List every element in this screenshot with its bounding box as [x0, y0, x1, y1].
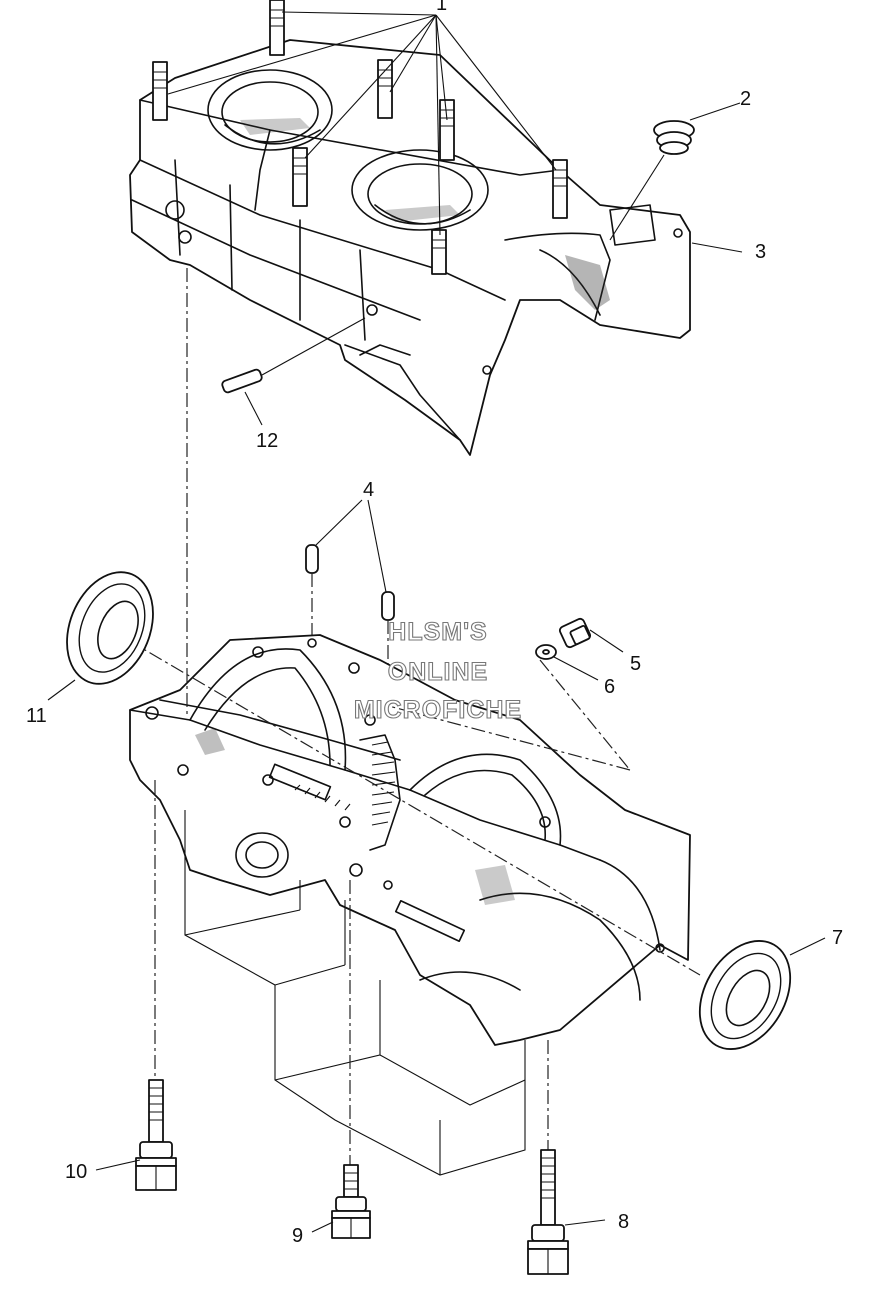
assembly-lines	[127, 268, 701, 1165]
washer-part	[535, 644, 599, 681]
callout-8: 8	[618, 1211, 629, 1233]
bolt-10	[95, 1079, 177, 1191]
callout-9: 9	[292, 1225, 303, 1247]
grommet-part	[609, 120, 695, 241]
oil-seal-right	[698, 937, 826, 1050]
callout-7: 7	[832, 927, 843, 949]
cylinder-stud	[152, 0, 568, 275]
callout-2: 2	[740, 88, 751, 110]
screw-part	[558, 617, 624, 653]
watermark: HLSM'S ONLINE MICROFICHE	[353, 617, 522, 724]
phantom-box	[184, 810, 526, 1176]
callout-11: 11	[26, 705, 47, 727]
callout-3: 3	[755, 241, 766, 263]
bolt-9	[311, 1164, 371, 1239]
dowel-pin-part	[221, 317, 366, 426]
watermark-line-3: MICROFICHE	[354, 696, 522, 724]
callout-5: 5	[630, 653, 641, 675]
watermark-line-2: ONLINE	[388, 658, 488, 686]
upper-crankcase	[129, 0, 691, 456]
watermark-line-1: HLSM'S	[388, 618, 487, 646]
callout-4: 4	[363, 479, 374, 501]
oil-seal-left	[47, 571, 154, 701]
bolt-8	[527, 1149, 606, 1275]
callout-1: 1	[436, 0, 447, 15]
callout-6: 6	[604, 676, 615, 698]
callout-10: 10	[65, 1161, 87, 1183]
callout-12: 12	[256, 430, 278, 452]
leader-lines	[167, 11, 743, 253]
